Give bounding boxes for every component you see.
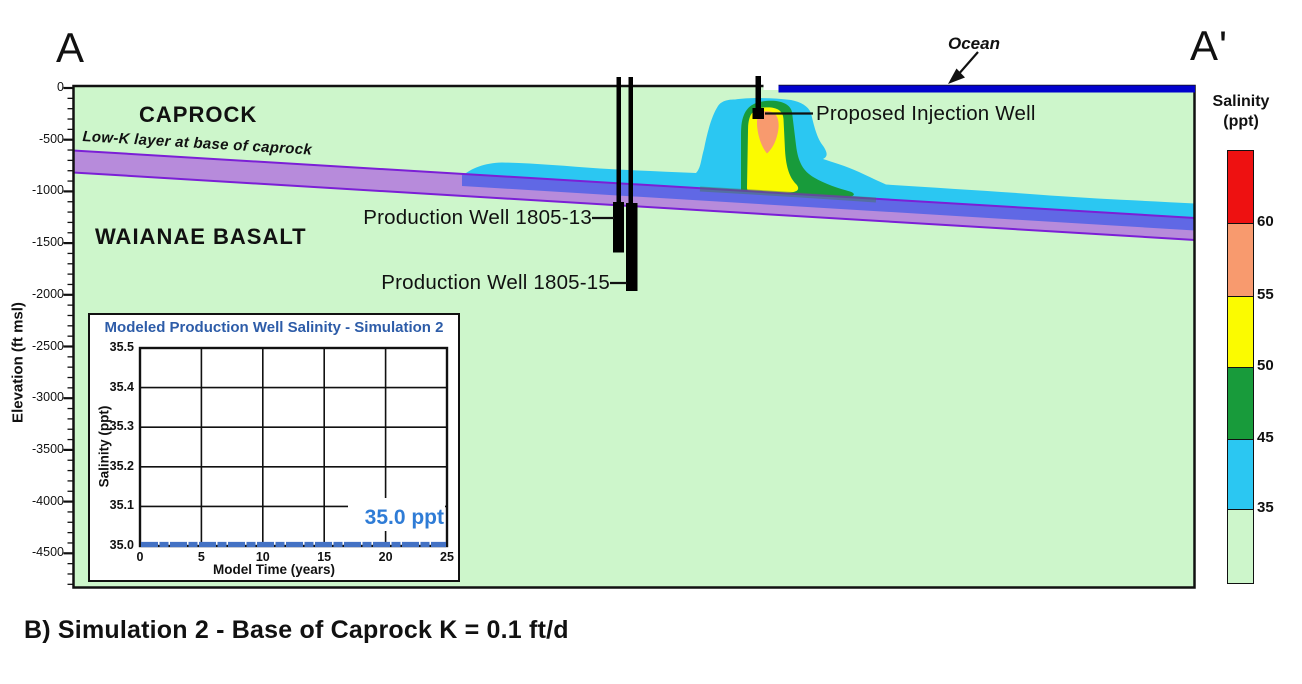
elevation-tick-label: -4000 <box>32 493 64 508</box>
inset-x-axis-title: Model Time (years) <box>212 562 336 577</box>
low-k-top-edge <box>72 149 1196 219</box>
elevation-tick-label: -1000 <box>32 183 64 198</box>
inset-y-tick-label: 35.4 <box>109 379 134 394</box>
legend-segment <box>1228 297 1253 368</box>
elevation-ticks <box>63 86 73 585</box>
salinity-colorbar <box>1227 150 1254 584</box>
elevation-tick-label: -3000 <box>32 390 64 405</box>
legend-threshold-label: 60 <box>1257 213 1274 230</box>
ocean-label: Ocean <box>948 34 1000 53</box>
legend-threshold-label: 55 <box>1257 286 1274 303</box>
inset-y-tick-label: 35.0 <box>109 538 134 552</box>
injection-well-casing <box>755 76 761 109</box>
top-border-gap <box>763 83 779 90</box>
legend-threshold-label: 50 <box>1257 357 1274 374</box>
inset-x-tick-label: 25 <box>440 550 454 564</box>
legend-threshold-label: 35 <box>1257 499 1274 516</box>
production-well-15-label: Production Well 1805-15 <box>381 271 610 294</box>
inset-chart-title: Modeled Production Well Salinity - Simul… <box>104 319 444 336</box>
elevation-tick-label: 0 <box>57 80 64 94</box>
injection-well-label: Proposed Injection Well <box>816 102 1036 125</box>
ocean-arrow-line <box>956 51 979 77</box>
inset-y-tick-label: 35.1 <box>109 498 134 513</box>
elevation-tick-label: -3500 <box>32 441 64 456</box>
elevation-axis-title: Elevation (ft msl) <box>9 302 27 423</box>
section-endpoint-a-prime: A' <box>1190 22 1229 69</box>
inset-chart-svg <box>138 346 449 548</box>
inset-y-tick-label: 35.5 <box>109 340 134 354</box>
legend-segment <box>1228 510 1253 583</box>
low-k-layer-saline <box>462 173 1195 231</box>
inset-x-tick-label: 5 <box>197 550 205 564</box>
waianae-basalt-label: WAIANAE BASALT <box>95 224 307 249</box>
legend-segment <box>1228 151 1253 224</box>
inset-y-tick-label: 35.3 <box>109 419 134 434</box>
inset-x-tick-label: 10 <box>255 550 270 564</box>
legend-title-line1: Salinity <box>1212 93 1270 110</box>
plume-55-60 <box>756 111 779 154</box>
production-well-1805-13-casing <box>616 77 621 202</box>
legend-threshold-label: 45 <box>1257 429 1274 446</box>
injection-well-tip <box>752 108 764 119</box>
production-well-1805-15-screen <box>626 203 638 291</box>
inset-x-tick-label: 15 <box>317 550 332 564</box>
legend-segment <box>1228 440 1253 510</box>
production-well-1805-15-casing <box>628 77 633 203</box>
plume-band-shadow <box>699 186 877 203</box>
legend-title-line2: (ppt) <box>1223 113 1259 130</box>
elevation-tick-label: -2000 <box>32 286 64 301</box>
section-endpoint-a: A <box>56 24 86 71</box>
ocean-arrow-head <box>948 68 965 84</box>
ocean-line <box>778 85 1195 93</box>
inset-y-tick-label: 35.2 <box>109 458 134 473</box>
elevation-tick-label: -1500 <box>32 235 64 250</box>
elevation-tick-label: -4500 <box>32 545 64 560</box>
inset-chart: Modeled Production Well Salinity - Simul… <box>88 313 460 582</box>
legend-title: Salinity (ppt) <box>1201 92 1281 132</box>
elevation-tick-label: -2500 <box>32 338 64 353</box>
plot-border <box>72 84 1196 589</box>
inset-annotation-patch <box>348 498 445 531</box>
inset-annotation: 35.0 ppt <box>364 506 444 529</box>
figure-caption: B) Simulation 2 - Base of Caprock K = 0.… <box>24 616 569 644</box>
production-well-13-label: Production Well 1805-13 <box>363 206 592 229</box>
production-well-1805-13-screen <box>613 202 624 253</box>
inset-x-tick-label: 0 <box>136 550 144 564</box>
legend-segment <box>1228 224 1253 297</box>
inset-y-axis-title: Salinity (ppt) <box>96 405 112 488</box>
legend-segment <box>1228 368 1253 440</box>
inset-x-tick-label: 20 <box>378 550 393 564</box>
caprock-label: CAPROCK <box>139 102 258 127</box>
elevation-tick-label: -500 <box>38 131 64 146</box>
